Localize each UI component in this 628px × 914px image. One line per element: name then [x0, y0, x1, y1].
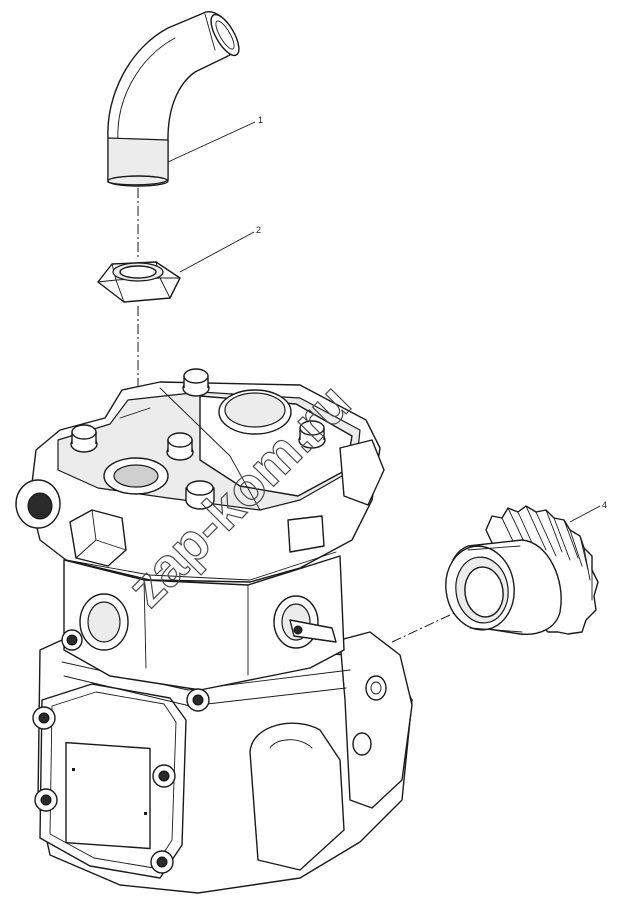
- callout-label: 4: [602, 500, 607, 510]
- rivet-icon: [144, 812, 147, 815]
- callout-label: 1: [258, 115, 263, 125]
- callout-2: 2: [179, 225, 261, 273]
- callout-1: 1: [167, 115, 263, 163]
- drive-gear: [445, 505, 599, 635]
- hex-nut: [97, 261, 181, 303]
- cylinder-head: [15, 368, 385, 583]
- cover-bolts: [32, 706, 176, 874]
- head-bolts: [70, 368, 326, 510]
- callout-label: 2: [256, 225, 261, 235]
- elbow-pipe: [107, 11, 240, 187]
- callout-4: 4: [569, 500, 607, 523]
- cylinder-block: [61, 555, 345, 712]
- compressor-body: [32, 631, 413, 894]
- rivet-icon: [72, 768, 75, 771]
